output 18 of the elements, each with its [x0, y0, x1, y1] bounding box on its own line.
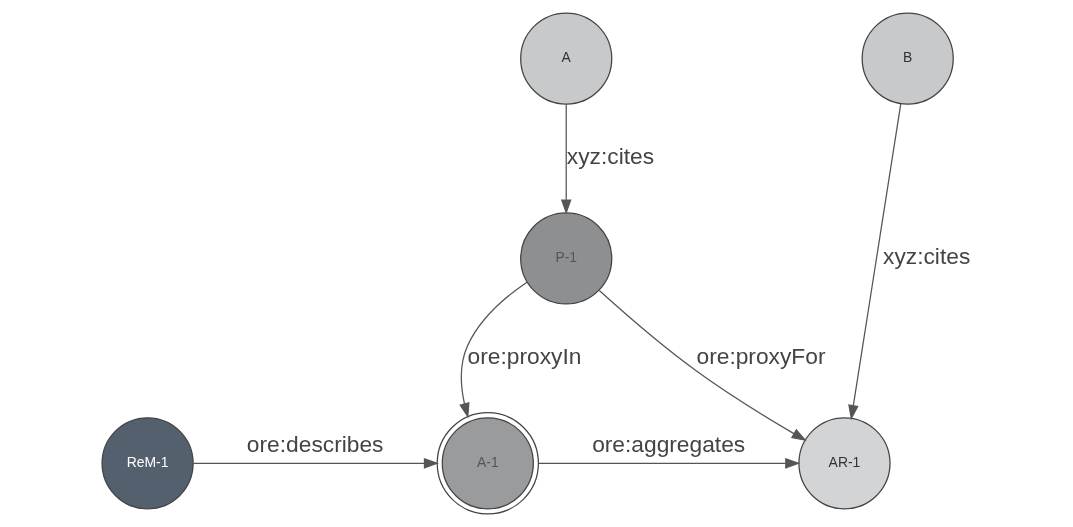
node-circle: B: [861, 12, 954, 105]
edge-label: ore:describes: [246, 431, 384, 458]
edge-label: xyz:cites: [566, 143, 655, 170]
node-circle: AR-1: [798, 417, 891, 510]
arrow: [459, 281, 528, 419]
arrow: [598, 289, 807, 442]
arrow: [537, 458, 801, 469]
node-circle: A-1: [436, 412, 540, 515]
edge-label: xyz:cites: [883, 243, 971, 270]
arrow: [848, 103, 902, 421]
node-circle: P-1: [520, 212, 613, 305]
arrow: [560, 103, 572, 215]
node-circle: ReM-1: [101, 417, 194, 510]
node-circle: A: [520, 12, 613, 105]
arrow: [192, 458, 440, 469]
edge-label: ore:proxyFor: [696, 342, 826, 369]
edge-label: ore:proxyIn: [467, 342, 582, 369]
edge-label: ore:aggregates: [592, 431, 746, 458]
